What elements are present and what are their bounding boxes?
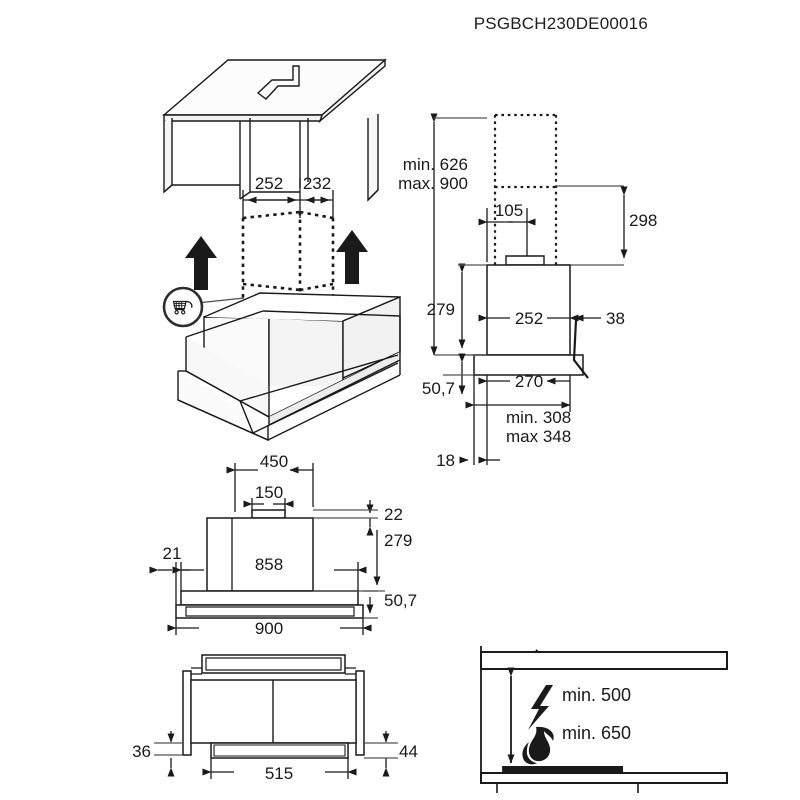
dim-side-279: 279	[427, 300, 455, 319]
dim-front-150: 150	[255, 483, 283, 502]
dim-side-252: 252	[515, 309, 543, 328]
drawing-number-title: PSGBCH230DE00016	[473, 14, 648, 33]
dim-plan-44: 44	[399, 742, 418, 761]
dim-side-38: 38	[606, 309, 625, 328]
dim-side-18: 18	[436, 451, 455, 470]
shopping-cart-icon	[172, 300, 193, 315]
cabinet-body	[162, 58, 387, 202]
dim-side-298: 298	[629, 211, 657, 230]
dim-side-105: 105	[495, 201, 523, 220]
dimension-text-layer: 252 232 min. 626 max. 900 105 298 279 25…	[132, 155, 657, 783]
dim-front-507: 50,7	[384, 591, 417, 610]
dim-clearance-gas: min. 650	[562, 723, 631, 743]
dim-side-507: 50,7	[422, 379, 455, 398]
view-clearance	[480, 646, 728, 793]
view-plan	[154, 654, 398, 779]
dim-side-min-308: min. 308	[506, 408, 571, 427]
view-isometric	[162, 58, 401, 442]
lightning-bolt-icon	[528, 685, 553, 730]
dim-side-max-900: max. 900	[398, 174, 468, 193]
accessory-marker	[162, 286, 245, 328]
dim-front-450: 450	[260, 452, 288, 471]
hood-body-isometric	[177, 292, 401, 442]
dim-front-279: 279	[384, 531, 412, 550]
dim-iso-232: 232	[303, 174, 331, 193]
dim-plan-515: 515	[265, 764, 293, 783]
dim-plan-36: 36	[132, 742, 151, 761]
dim-iso-252: 252	[255, 174, 283, 193]
dim-front-22: 22	[384, 505, 403, 524]
dim-side-min-626: min. 626	[403, 155, 468, 174]
view-side-elevation	[430, 113, 628, 465]
insertion-arrow-right	[336, 230, 368, 284]
dim-front-21: 21	[163, 544, 182, 563]
dim-clearance-electric: min. 500	[562, 685, 631, 705]
dim-side-max-348: max 348	[506, 427, 571, 446]
iso-dimension-group	[242, 178, 334, 218]
flame-icon	[522, 726, 554, 765]
insertion-arrow-left	[185, 236, 217, 290]
dim-side-270: 270	[515, 372, 543, 391]
dim-front-900: 900	[255, 619, 283, 638]
dim-front-858: 858	[255, 555, 283, 574]
view-front-elevation	[149, 463, 385, 635]
